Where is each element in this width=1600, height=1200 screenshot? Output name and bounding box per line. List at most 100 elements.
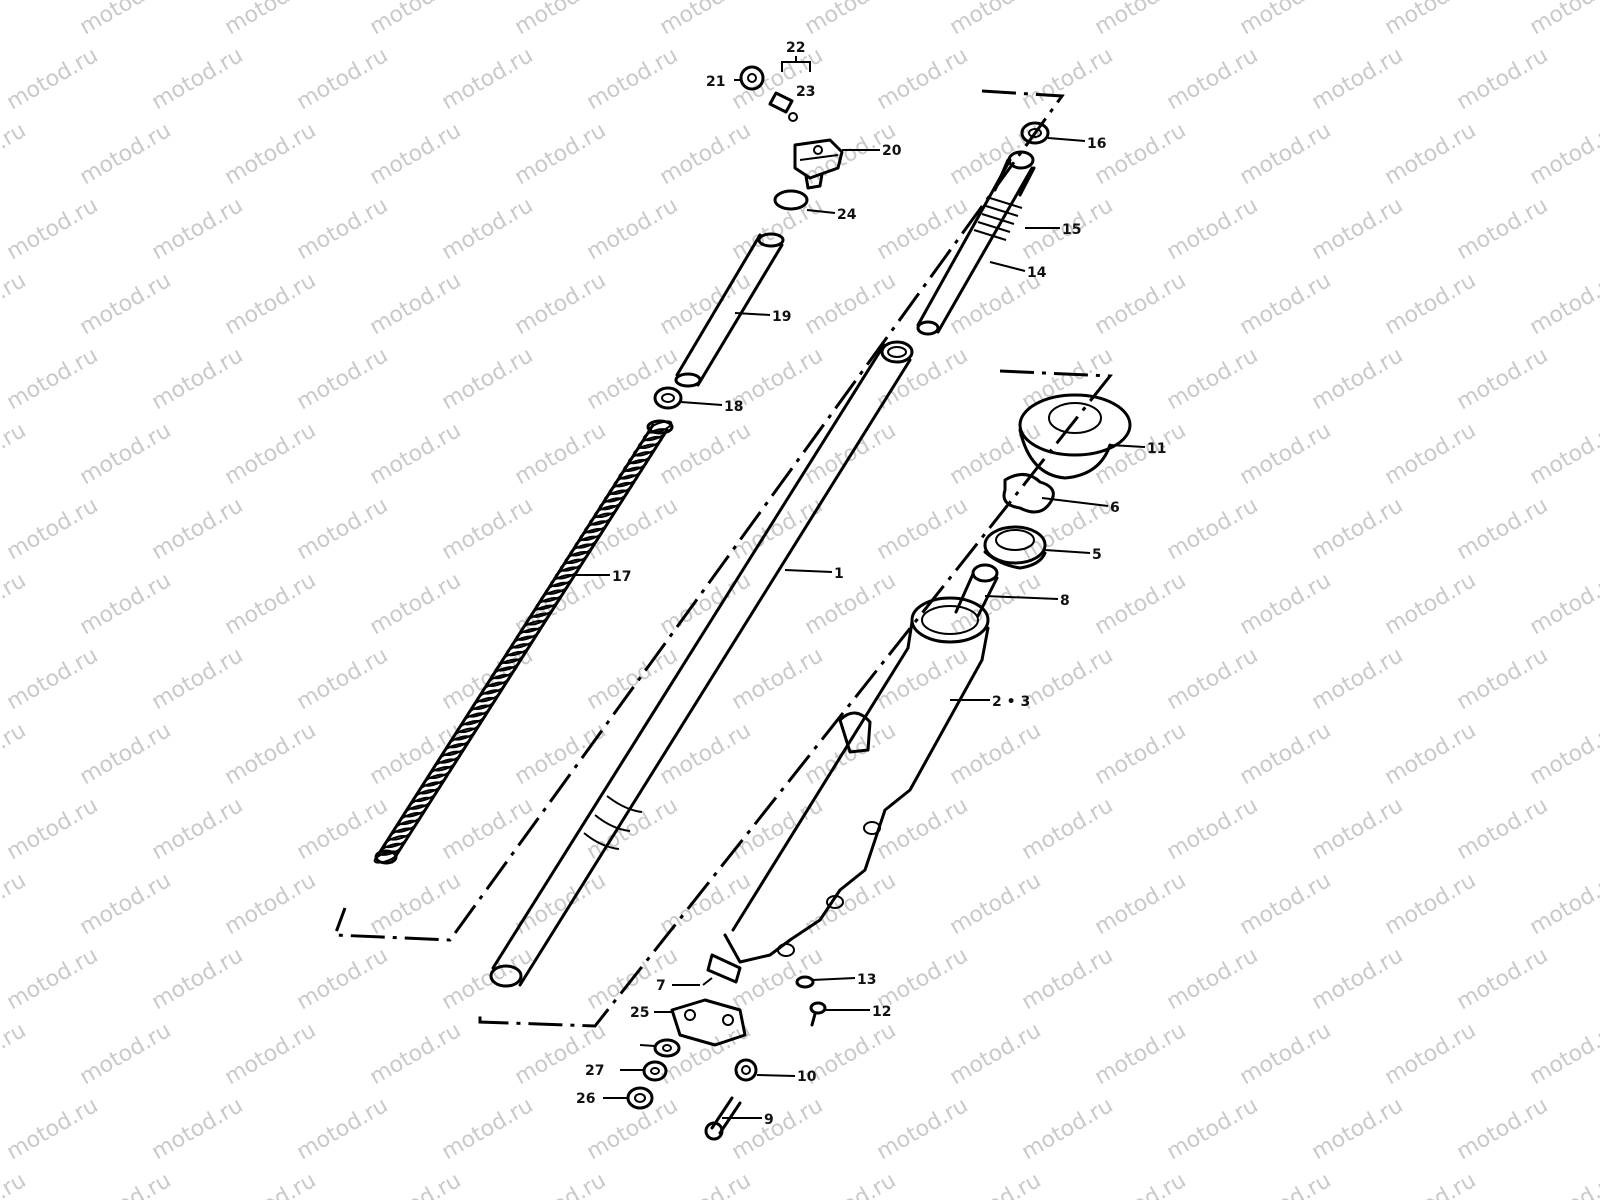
- watermark-text: motod.ru: [3, 943, 103, 1015]
- watermark-text: motod.ru: [438, 43, 538, 115]
- spring-coil: [407, 796, 433, 810]
- watermark-text: motod.ru: [293, 43, 393, 115]
- spring-coil: [505, 643, 531, 657]
- watermark-text: motod.ru: [221, 1168, 321, 1200]
- watermark-text: motod.ru: [1453, 793, 1553, 865]
- spacer-tube: [674, 232, 785, 388]
- spring-coil: [584, 520, 609, 534]
- watermark-text: motod.ru: [1453, 1093, 1553, 1165]
- watermark-text: motod.ru: [76, 868, 176, 940]
- watermark-text: motod.ru: [1381, 0, 1481, 40]
- watermark-text: motod.ru: [656, 1168, 756, 1200]
- spring-coil: [456, 719, 482, 734]
- callout-11: 12: [872, 1004, 891, 1020]
- watermark-text: motod.ru: [1526, 568, 1600, 640]
- watermark-text: motod.ru: [1526, 118, 1600, 190]
- watermark-text: motod.ru: [366, 268, 466, 340]
- callout-8: 9: [764, 1112, 774, 1128]
- watermark-text: motod.ru: [1236, 718, 1336, 790]
- watermark-text: motod.ru: [3, 343, 103, 415]
- inner-tube: [489, 340, 914, 988]
- oil-seal: [983, 525, 1047, 570]
- watermark-text: motod.ru: [0, 568, 30, 640]
- watermark-text: motod.ru: [438, 1093, 538, 1165]
- watermark-text: motod.ru: [76, 268, 176, 340]
- spring-coil: [544, 581, 570, 595]
- watermark-text: motod.ru: [1453, 943, 1553, 1015]
- watermark-text: motod.ru: [511, 268, 611, 340]
- watermark-text: motod.ru: [293, 493, 393, 565]
- callout-20: 21: [706, 74, 725, 90]
- spring-coil: [579, 527, 604, 542]
- bracket-tube-group: [478, 369, 1113, 1028]
- watermark-text: motod.ru: [1236, 868, 1336, 940]
- watermark-text: motod.ru: [0, 418, 30, 490]
- watermark-text: motod.ru: [728, 1093, 828, 1165]
- watermark-text: motod.ru: [438, 493, 538, 565]
- watermark-text: motod.ru: [946, 1018, 1046, 1090]
- watermark-text: motod.ru: [1453, 643, 1553, 715]
- spring-coil: [500, 650, 526, 664]
- watermark-text: motod.ru: [148, 493, 248, 565]
- callout-16: 17: [612, 569, 631, 585]
- watermark-text: motod.ru: [438, 793, 538, 865]
- watermark-text: motod.ru: [583, 343, 683, 415]
- watermark-text: motod.ru: [511, 718, 611, 790]
- callout-10: 11: [1147, 441, 1166, 457]
- watermark-text: motod.ru: [1163, 343, 1263, 415]
- watermark-text: motod.ru: [221, 118, 321, 190]
- watermark-text: motod.ru: [801, 568, 901, 640]
- watermark-text: motod.ru: [1236, 0, 1336, 40]
- watermark-text: motod.ru: [873, 793, 973, 865]
- washer-12: [795, 975, 815, 989]
- spring-seat-washer: [653, 386, 683, 410]
- watermark-text: motod.ru: [148, 43, 248, 115]
- watermark-text: motod.ru: [1308, 793, 1408, 865]
- watermark-text: motod.ru: [1381, 268, 1481, 340]
- spring-coil: [451, 727, 477, 741]
- callout-15: 16: [1087, 136, 1106, 152]
- watermark-text: motod.ru: [1236, 1018, 1336, 1090]
- watermark-text: motod.ru: [3, 793, 103, 865]
- spring-coil: [427, 765, 453, 780]
- watermark-text: motod.ru: [946, 0, 1046, 40]
- callout-22: 23: [796, 84, 815, 100]
- spring-coil: [515, 627, 541, 641]
- watermark-text: motod.ru: [946, 1168, 1046, 1200]
- watermark-text: motod.ru: [1381, 418, 1481, 490]
- damper-ring: [1020, 121, 1050, 145]
- watermark-text: motod.ru: [1308, 193, 1408, 265]
- damper-rod: [916, 150, 1036, 336]
- watermark-text: motod.ru: [0, 268, 30, 340]
- watermark-text: motod.ru: [1018, 643, 1118, 715]
- watermark-text: motod.ru: [728, 643, 828, 715]
- callout-18: 19: [772, 309, 791, 325]
- spring-coil: [574, 535, 599, 549]
- watermark-text: motod.ru: [873, 43, 973, 115]
- watermark-text: motod.ru: [366, 868, 466, 940]
- spring-coil: [603, 489, 629, 503]
- spring-coil: [569, 543, 595, 557]
- watermark-text: motod.ru: [221, 0, 321, 40]
- watermark-text: motod.ru: [293, 943, 393, 1015]
- watermark-text: motod.ru: [148, 1093, 248, 1165]
- watermark-text: motod.ru: [3, 43, 103, 115]
- watermark-text: motod.ru: [148, 193, 248, 265]
- spring-coil: [628, 451, 653, 465]
- watermark-text: motod.ru: [3, 643, 103, 715]
- watermark-text: motod.ru: [873, 1093, 973, 1165]
- watermark-text: motod.ru: [1018, 1093, 1118, 1165]
- watermark-text: motod.ru: [801, 868, 901, 940]
- watermark-text: motod.ru: [1091, 268, 1191, 340]
- spring-coil: [486, 673, 511, 687]
- spring-coil: [481, 681, 506, 695]
- watermark-text: motod.ru: [293, 643, 393, 715]
- watermark-text: motod.ru: [1308, 343, 1408, 415]
- spring-coil: [598, 497, 624, 511]
- watermark-text: motod.ru: [76, 718, 176, 790]
- watermark-text: motod.ru: [1308, 943, 1408, 1015]
- watermark-text: motod.ru: [366, 1168, 466, 1200]
- callout-12: 13: [857, 972, 876, 988]
